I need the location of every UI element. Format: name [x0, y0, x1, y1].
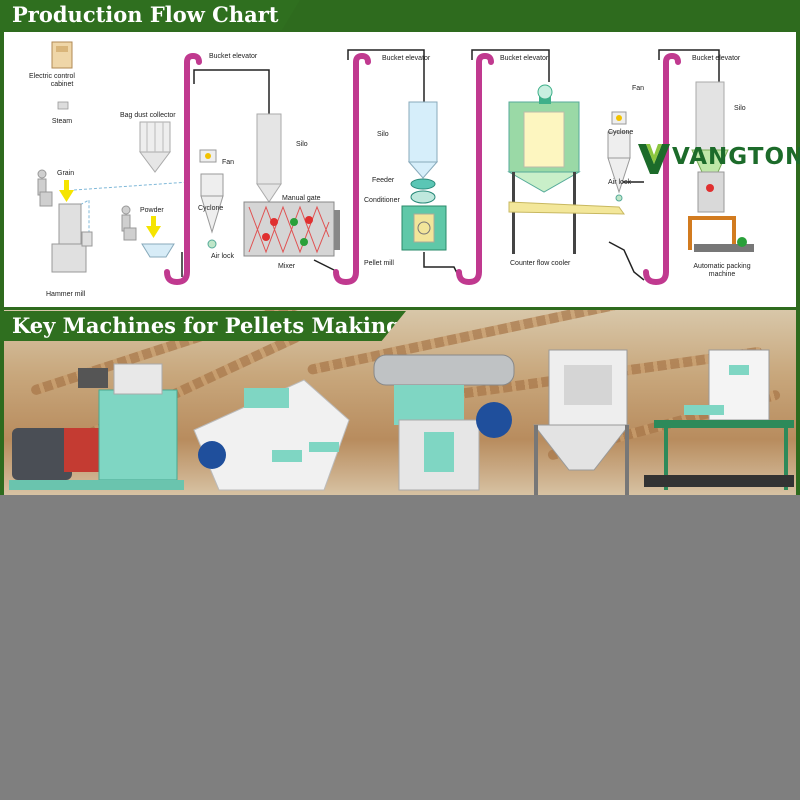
mixer-icon [244, 202, 340, 256]
label-packing-2: machine [709, 271, 736, 278]
label-bag-dust-collector: Bag dust collector [120, 112, 176, 119]
silo-icon [257, 114, 281, 202]
label-counter-flow-cooler: Counter flow cooler [510, 260, 571, 267]
steam-icon [58, 102, 68, 109]
grain-arrow-icon [59, 180, 74, 202]
label-feeder: Feeder [372, 177, 395, 184]
label-bucket-elevator-2: Bucket elevator [382, 55, 431, 62]
label-cyclone-2: Cyclone [608, 129, 633, 136]
automatic-packing-machine-icon [688, 172, 754, 252]
logo-text: VANGTON [672, 144, 800, 170]
control-cabinet-icon [52, 42, 72, 68]
label-cyclone-1: Cyclone [198, 205, 223, 212]
air-lock-icon-2 [616, 195, 622, 201]
mixer-machine [194, 380, 349, 490]
label-steam: Steam [52, 118, 72, 125]
counter-flow-cooler-machine [534, 350, 629, 495]
packing-machine [644, 350, 794, 490]
label-electric-control-2: cabinet [51, 81, 74, 88]
label-grain: Grain [57, 170, 74, 177]
pellet-mill-machine [374, 355, 514, 490]
cyclone-icon [201, 174, 223, 232]
label-fan-2: Fan [632, 85, 644, 92]
label-bucket-elevator-1: Bucket elevator [209, 53, 258, 60]
hammer-mill-icon [52, 204, 92, 272]
feeder-icon [411, 179, 435, 189]
flow-chart-title: Production Flow Chart [0, 0, 300, 30]
conveyor-belt-icon [509, 202, 624, 214]
label-electric-control-1: Electric control [29, 73, 75, 80]
vangton-logo: VANGTON [636, 142, 794, 176]
conditioner-icon [411, 191, 435, 203]
label-bucket-elevator-3: Bucket elevator [500, 55, 549, 62]
label-bucket-elevator-4: Bucket elevator [692, 55, 741, 62]
label-silo-2: Silo [377, 131, 389, 138]
label-silo-1: Silo [296, 141, 308, 148]
silo-2-icon [409, 102, 437, 178]
label-mixer: Mixer [278, 263, 296, 270]
label-manual-gate: Manual gate [282, 195, 321, 202]
label-conditioner: Conditioner [364, 197, 400, 204]
label-fan-1: Fan [222, 159, 234, 166]
fan-icon-2 [612, 112, 626, 124]
logo-v-mark-icon [636, 142, 672, 176]
dust-lines [74, 182, 189, 232]
counter-flow-cooler-icon [509, 85, 579, 254]
silo-3-icon [696, 82, 724, 150]
hammer-mill-machine [9, 364, 184, 490]
label-hammer-mill: Hammer mill [46, 291, 86, 298]
powder-hopper-icon [142, 244, 174, 257]
key-machines-title: Key Machines for Pellets Making [0, 311, 406, 341]
worker-icon [38, 170, 52, 206]
label-powder: Powder [140, 207, 164, 214]
label-air-lock-2: Air lock [608, 179, 631, 186]
flow-chart-panel: Production Flow Chart [0, 0, 800, 310]
pellet-mill-icon [402, 206, 446, 250]
powder-arrow-icon [146, 216, 161, 238]
fan-icon [200, 150, 216, 162]
label-pellet-mill: Pellet mill [364, 260, 394, 267]
label-air-lock-1: Air lock [211, 253, 234, 260]
worker-icon-2 [122, 206, 136, 240]
bag-dust-collector-icon [140, 122, 170, 172]
flow-chart-canvas: Electric control cabinet Steam Bag dust … [4, 32, 796, 307]
label-packing-1: Automatic packing [693, 263, 750, 270]
air-lock-icon [208, 240, 216, 248]
label-silo-3: Silo [734, 105, 746, 112]
